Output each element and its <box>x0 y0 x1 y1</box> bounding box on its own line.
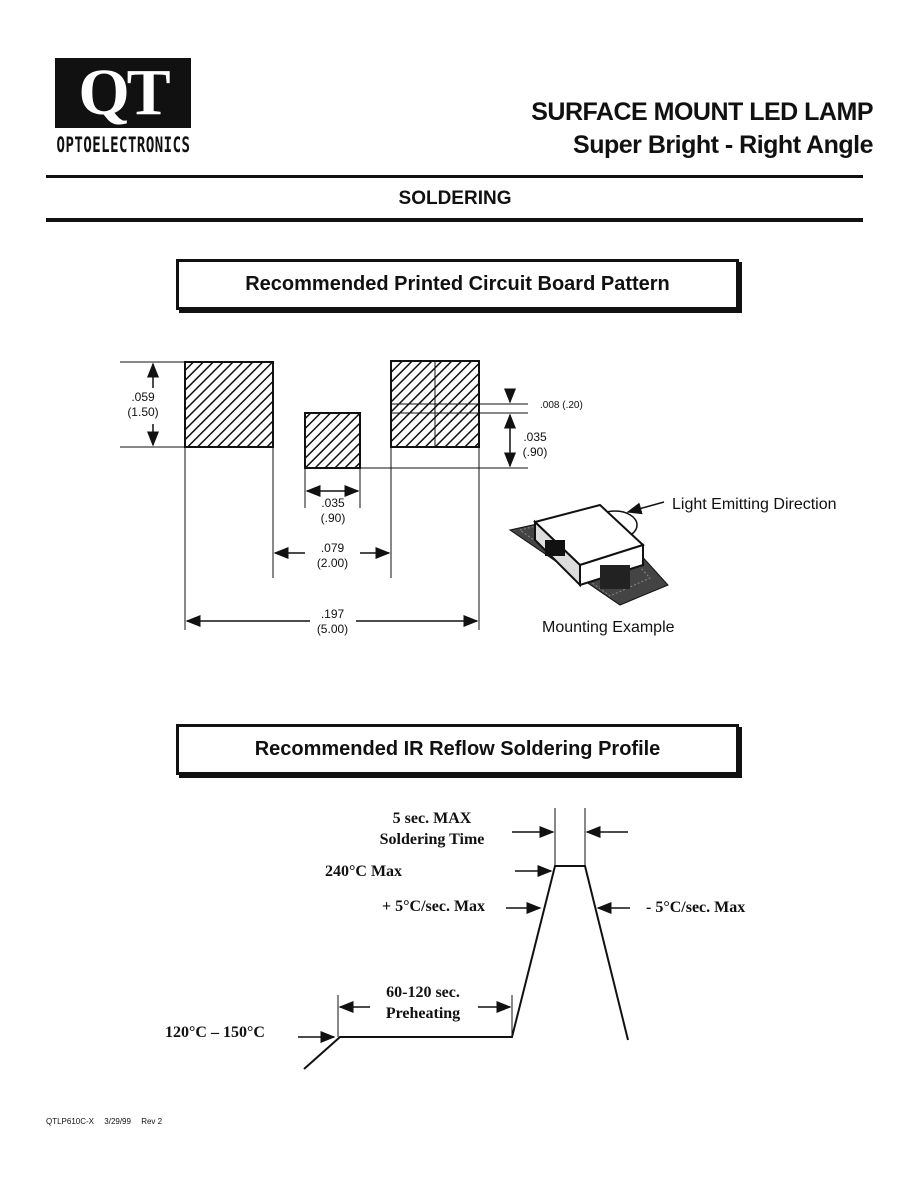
footer-date: 3/29/99 <box>104 1117 131 1126</box>
preheat-label: 60-120 sec. Preheating <box>370 982 476 1024</box>
dim-small-height-in: .035 <box>523 430 547 444</box>
dim-gap: .079 (2.00) <box>305 541 360 571</box>
pcb-pad-left <box>184 361 274 448</box>
dim-gap-mm: (2.00) <box>316 556 349 570</box>
soldering-time-line1: 5 sec. MAX <box>392 810 472 827</box>
dim-small-width-in: .035 <box>321 496 345 510</box>
soldering-time-label: 5 sec. MAX Soldering Time <box>370 808 494 850</box>
mounting-example-label: Mounting Example <box>542 619 675 636</box>
peak-temp-label: 240°C Max <box>325 863 403 880</box>
dim-pad-height-mm: (1.50) <box>127 405 159 419</box>
dim-total-in: .197 <box>320 607 345 621</box>
dim-gap-in: .079 <box>320 541 345 555</box>
dim-small-width: .035 (.90) <box>308 496 358 526</box>
page-title: SURFACE MOUNT LED LAMP <box>531 98 873 126</box>
dim-offset-in: .008 <box>540 400 560 411</box>
dim-total-width: .197 (5.00) <box>305 607 360 637</box>
ir-profile-heading: Recommended IR Reflow Soldering Profile <box>176 724 739 775</box>
dim-pad-height-in: .059 <box>131 390 155 404</box>
preheat-line1: 60-120 sec. <box>386 984 460 1001</box>
header-rule-top <box>46 175 863 178</box>
dim-total-mm: (5.00) <box>316 622 349 636</box>
light-direction-label: Light Emitting Direction <box>672 496 837 513</box>
qt-logo: QT OPTOELECTRONICS <box>55 58 192 158</box>
preheat-line2: Preheating <box>385 1005 461 1022</box>
dim-small-height: .035 (.90) <box>515 430 555 460</box>
footer: QTLP610C-X 3/29/99 Rev 2 <box>46 1117 170 1126</box>
ramp-down-label: - 5°C/sec. Max <box>646 899 746 916</box>
pcb-pad-small <box>304 412 361 469</box>
dim-offset: .008 (.20) <box>540 400 583 411</box>
soldering-time-line2: Soldering Time <box>379 831 485 848</box>
dim-small-height-mm: (.90) <box>522 445 548 459</box>
section-title: SOLDERING <box>398 188 512 209</box>
pcb-pattern-heading: Recommended Printed Circuit Board Patter… <box>176 259 739 310</box>
ramp-up-label: + 5°C/sec. Max <box>382 898 486 915</box>
logo-block <box>55 58 191 128</box>
dim-offset-mm: (.20) <box>562 400 583 411</box>
mounting-example-illustration <box>508 503 669 606</box>
page-subtitle: Super Bright - Right Angle <box>573 131 873 159</box>
preheat-temp-label: 120°C – 150°C <box>165 1024 265 1041</box>
header-rule-bottom <box>46 218 863 222</box>
footer-revision: Rev 2 <box>141 1117 163 1126</box>
dim-pad-height: .059 (1.50) <box>118 390 168 420</box>
logo-subtitle: OPTOELECTRONICS <box>56 134 191 158</box>
dim-small-width-mm: (.90) <box>320 511 346 525</box>
ir-reflow-profile-graph <box>298 808 630 1070</box>
logo-mark: QT <box>78 56 170 129</box>
footer-part-number: QTLP610C-X <box>46 1117 95 1126</box>
